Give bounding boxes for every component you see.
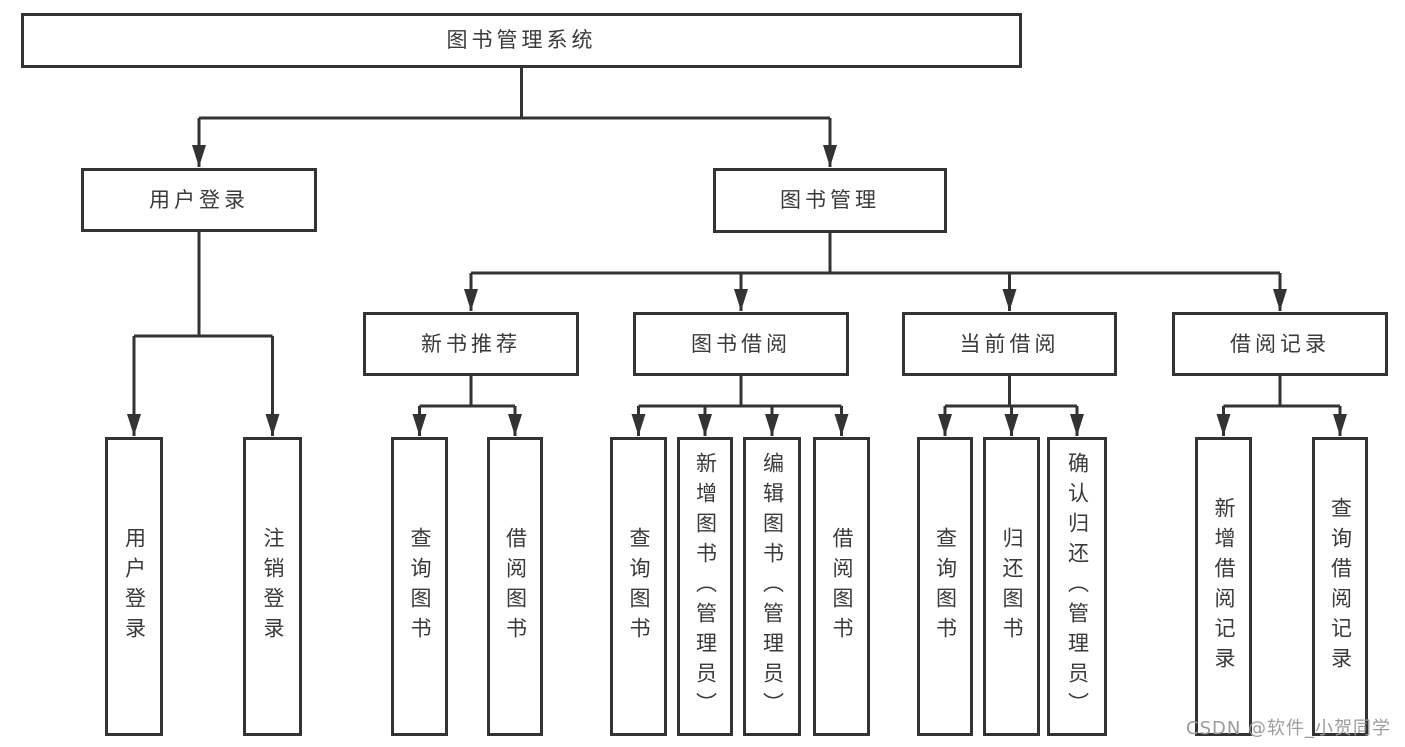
edges-current-borrow [938, 376, 1084, 436]
leaf-newbook-query-books: 查询图书 [391, 437, 448, 736]
edges-new-book-recommend [412, 376, 522, 436]
edges-user-login [127, 232, 280, 436]
leaf-logout: 注销登录 [243, 437, 302, 736]
node-new-book-recommend: 新书推荐 [363, 312, 579, 376]
leaf-borrow-books: 借阅图书 [813, 437, 870, 736]
node-borrow-records: 借阅记录 [1172, 312, 1388, 376]
edges-book-borrow [631, 376, 849, 436]
node-library-management-system: 图书管理系统 [21, 13, 1022, 68]
leaf-user-login: 用户登录 [105, 437, 163, 736]
leaf-borrow-query-books: 查询图书 [610, 437, 667, 736]
node-book-borrow: 图书借阅 [633, 312, 849, 376]
node-user-login: 用户登录 [81, 168, 317, 232]
edges-book-management [464, 232, 1287, 311]
leaf-confirm-return-admin: 确认归还（管理员） [1047, 437, 1107, 736]
leaf-current-query-books: 查询图书 [917, 437, 973, 736]
edges-root-to-modules [192, 68, 837, 167]
leaf-add-book-admin: 新增图书（管理员） [677, 437, 733, 736]
leaf-add-borrow-record: 新增借阅记录 [1195, 437, 1252, 736]
leaf-return-books: 归还图书 [983, 437, 1040, 736]
node-current-borrow: 当前借阅 [902, 312, 1117, 376]
node-book-management: 图书管理 [713, 168, 947, 233]
leaf-edit-book-admin: 编辑图书（管理员） [743, 437, 801, 736]
leaf-query-borrow-record: 查询借阅记录 [1312, 437, 1368, 736]
csdn-watermark: CSDN @软件_小贺同学 [1186, 718, 1392, 739]
leaf-newbook-borrow-books: 借阅图书 [487, 437, 543, 736]
edges-borrow-records [1216, 376, 1347, 436]
